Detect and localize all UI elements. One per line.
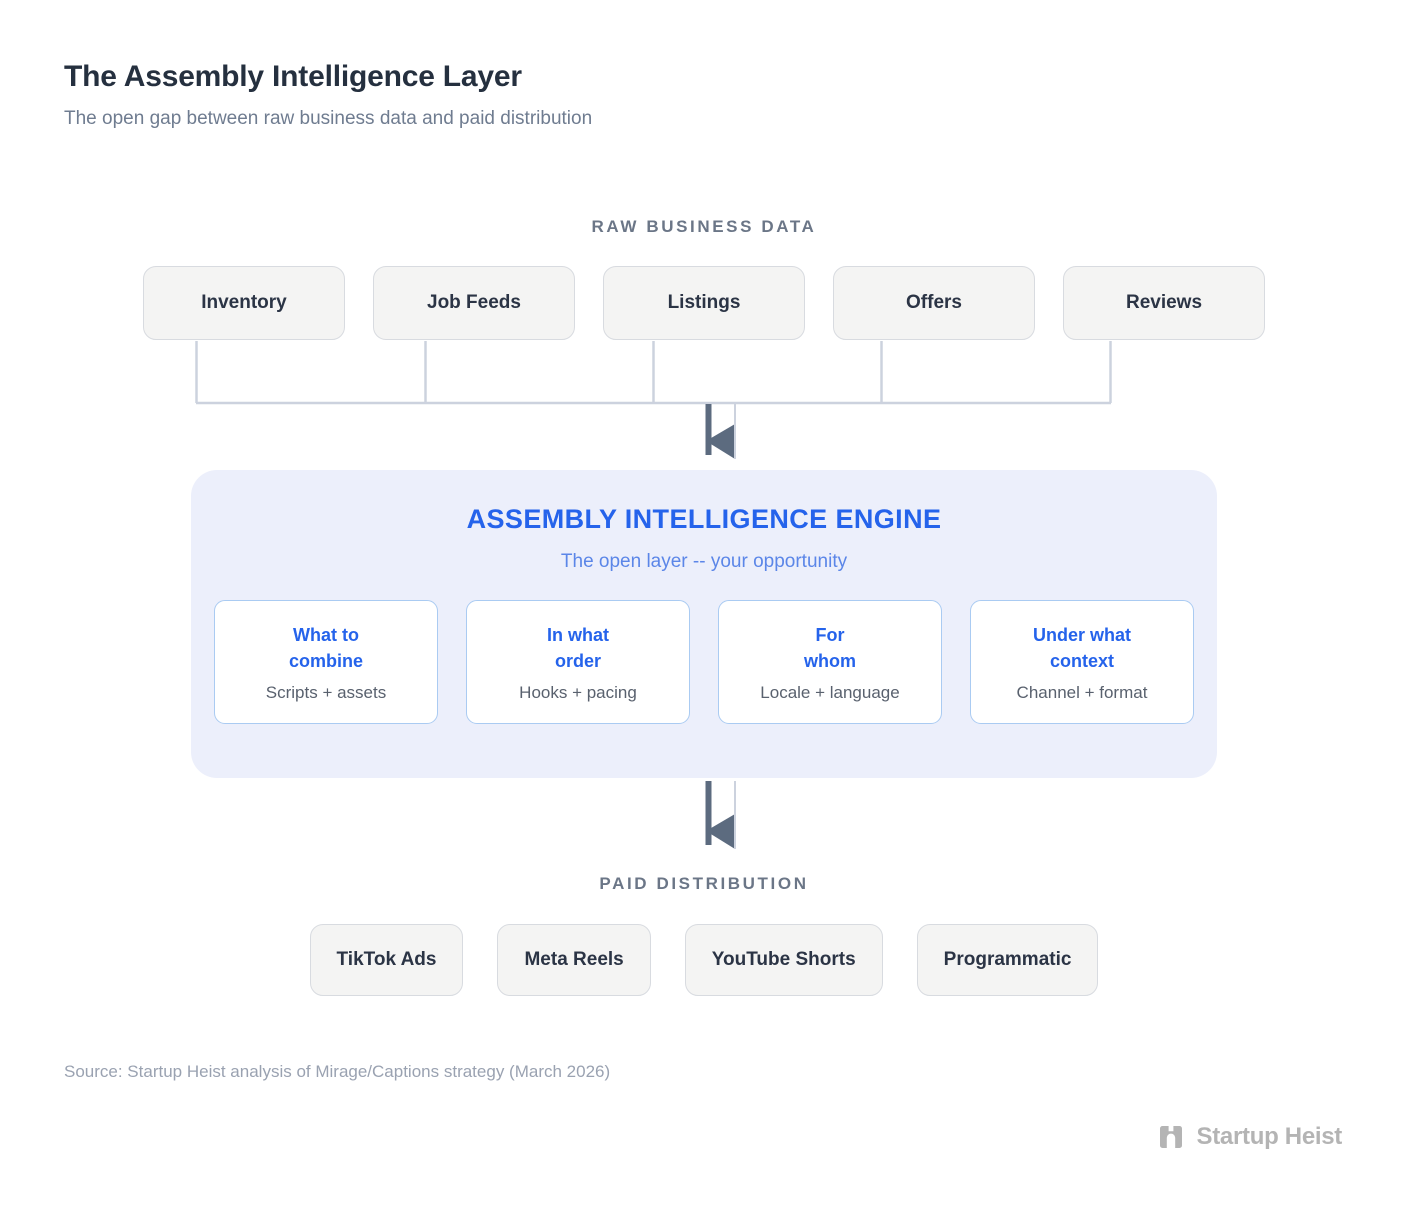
engine-card[interactable]: Under what context Channel + format [970, 600, 1194, 724]
raw-source-chip[interactable]: Job Feeds [373, 266, 575, 340]
paid-distribution-label: PAID DISTRIBUTION [599, 874, 809, 893]
header: The Assembly Intelligence Layer The open… [64, 58, 592, 132]
raw-source-chip[interactable]: Offers [833, 266, 1035, 340]
engine-subtitle: The open layer -- your opportunity [560, 551, 848, 572]
engine-card-title: In what order [547, 624, 609, 671]
raw-source-chip[interactable]: Inventory [143, 266, 345, 340]
engine-card-title: What to combine [288, 624, 363, 671]
engine-card-title: For whom [804, 624, 856, 671]
brand-lockup: Startup Heist [1156, 1122, 1342, 1152]
chip-label: Offers [906, 292, 962, 313]
chip-label: YouTube Shorts [711, 949, 856, 970]
chip-label: Meta Reels [524, 949, 624, 970]
paid-distribution-row: TikTok Ads Meta Reels YouTube Shorts Pro… [0, 924, 1408, 996]
paid-channel-chip[interactable]: Programmatic [916, 924, 1099, 996]
page-title: The Assembly Intelligence Layer [64, 60, 522, 93]
brand-name: Startup Heist [1196, 1123, 1343, 1150]
engine-card-subtitle: Locale + language [760, 682, 900, 702]
engine-card-row: What to combine Scripts + assets In what… [191, 600, 1217, 724]
raw-source-chip[interactable]: Listings [603, 266, 805, 340]
paid-channel-chip[interactable]: YouTube Shorts [684, 924, 883, 996]
engine-card[interactable]: What to combine Scripts + assets [214, 600, 438, 724]
engine-card-title: Under what context [1032, 624, 1131, 671]
assembly-intelligence-engine-panel: ASSEMBLY INTELLIGENCE ENGINE The open la… [191, 470, 1217, 778]
engine-title: ASSEMBLY INTELLIGENCE ENGINE [466, 504, 942, 534]
chip-label: TikTok Ads [336, 949, 437, 970]
paid-channel-chip[interactable]: TikTok Ads [309, 924, 464, 996]
chip-label: Job Feeds [427, 292, 521, 313]
raw-business-data-label: RAW BUSINESS DATA [591, 217, 817, 236]
page-subtitle: The open gap between raw business data a… [64, 108, 593, 129]
chip-label: Programmatic [943, 949, 1072, 970]
engine-card-subtitle: Scripts + assets [265, 682, 387, 702]
raw-source-chip[interactable]: Reviews [1063, 266, 1265, 340]
chip-label: Listings [667, 292, 741, 313]
startup-heist-logo-icon [1159, 1126, 1182, 1148]
chip-label: Inventory [201, 292, 287, 313]
engine-card-subtitle: Hooks + pacing [519, 682, 637, 702]
chip-label: Reviews [1125, 292, 1203, 313]
paid-channel-chip[interactable]: Meta Reels [497, 924, 651, 996]
engine-card-subtitle: Channel + format [1016, 682, 1148, 702]
engine-card[interactable]: For whom Locale + language [718, 600, 942, 724]
engine-card[interactable]: In what order Hooks + pacing [466, 600, 690, 724]
source-note: Source: Startup Heist analysis of Mirage… [64, 1062, 611, 1081]
raw-business-data-row: Inventory Job Feeds Listings Offers Revi… [0, 266, 1408, 340]
